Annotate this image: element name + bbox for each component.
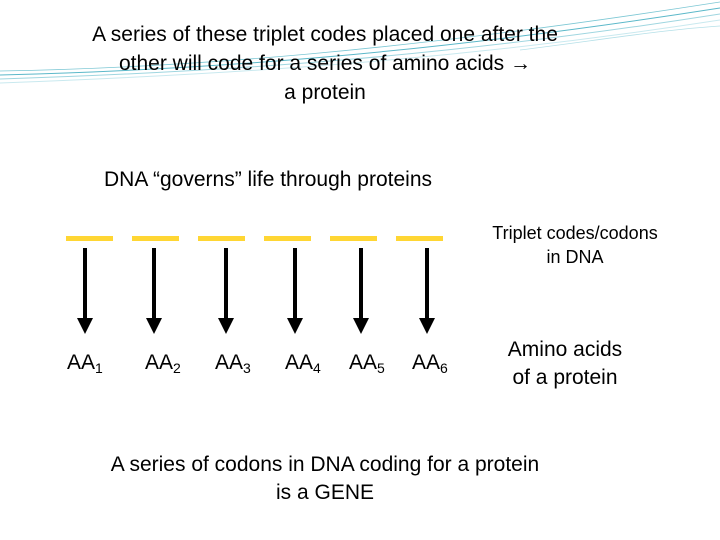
amino-acid-1: AA1 (67, 351, 103, 376)
down-arrow-icon (353, 248, 369, 334)
down-arrow-icon (146, 248, 162, 334)
down-arrow-icon (77, 248, 93, 334)
codons-label-line-2: in DNA (546, 247, 604, 267)
gene-definition: A series of codons in DNA coding for a p… (40, 451, 610, 507)
subtitle: DNA “governs” life through proteins (104, 168, 432, 191)
down-arrow-icon (287, 248, 303, 334)
amino-acid-2: AA2 (145, 351, 181, 376)
codon-bar-1 (66, 236, 113, 241)
codons-label: Triplet codes/codons in DNA (470, 221, 680, 269)
amino-acids-label-line-2: of a protein (512, 366, 618, 389)
amino-acid-4: AA4 (285, 351, 321, 376)
amino-acid-5: AA5 (349, 351, 385, 376)
codon-bar-2 (132, 236, 179, 241)
title-line-3: a protein (284, 81, 366, 104)
amino-acid-3: AA3 (215, 351, 251, 376)
down-arrow-icon (419, 248, 435, 334)
down-arrow-icon (218, 248, 234, 334)
gene-definition-line-1: A series of codons in DNA coding for a p… (110, 453, 540, 476)
title-line-1: A series of these triplet codes placed o… (92, 23, 558, 46)
codon-bar-4 (264, 236, 311, 241)
gene-definition-line-2: is a GENE (275, 481, 375, 504)
title-line-2: other will code for a series of amino ac… (118, 52, 531, 75)
amino-acids-label-line-1: Amino acids (507, 338, 623, 361)
codon-bar-5 (330, 236, 377, 241)
amino-acid-6: AA6 (412, 351, 448, 376)
codons-label-line-1: Triplet codes/codons (492, 223, 658, 243)
decorative-swoosh-lines (0, 1, 720, 84)
amino-acids-label: Amino acids of a protein (480, 336, 650, 392)
codon-bar-6 (396, 236, 443, 241)
slide-title: A series of these triplet codes placed o… (20, 20, 630, 107)
codon-bar-3 (198, 236, 245, 241)
